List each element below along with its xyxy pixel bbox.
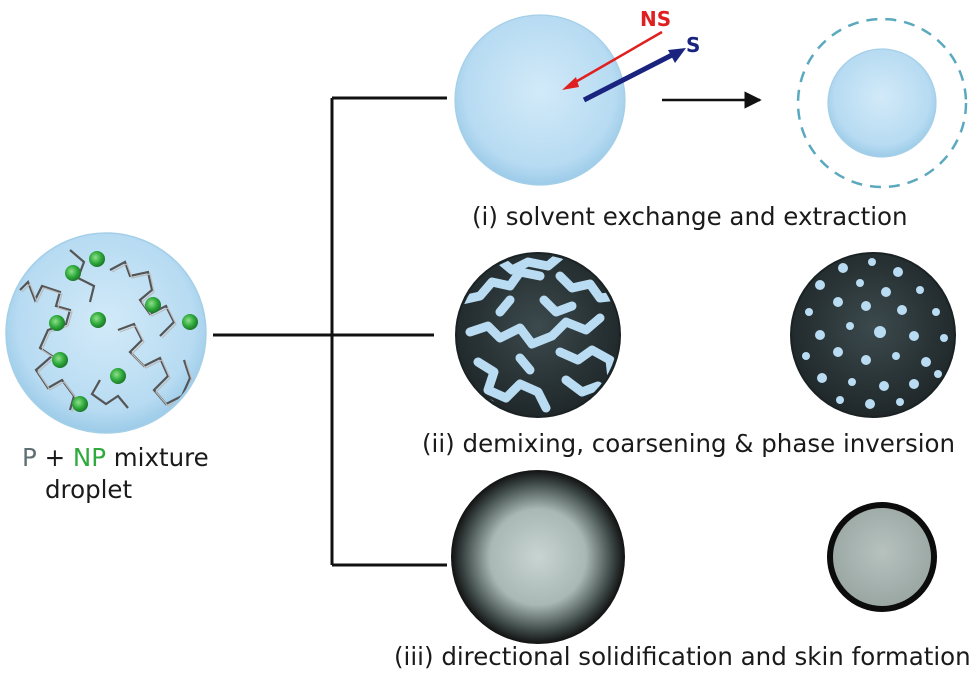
branch-connectors [213, 96, 447, 567]
nanoparticles [49, 251, 198, 412]
caption-path-i: (i) solvent exchange and extraction [472, 202, 908, 231]
ns-arrow [562, 30, 663, 90]
np-label: NP [73, 443, 106, 472]
start-droplet [5, 232, 207, 434]
demixed-droplet [455, 252, 621, 418]
p-label: P [22, 443, 37, 472]
phase-inverted-droplet [790, 252, 956, 418]
mixture-label: mixture [106, 443, 209, 472]
caption-path-ii: (ii) demixing, coarsening & phase invers… [422, 429, 955, 458]
skinned-droplet [827, 502, 937, 612]
dispersed-droplets [802, 258, 948, 409]
ns-label: NS [640, 7, 671, 31]
caption-path-iii: (iii) directional solidification and ski… [394, 642, 971, 671]
bicontinuous-domains [458, 255, 618, 413]
start-label-line2: droplet [45, 475, 133, 504]
start-label-line1: P + NP mixture [22, 443, 209, 472]
original-size-halo [796, 17, 968, 189]
shrunk-droplet [796, 17, 968, 189]
s-arrow [582, 48, 686, 103]
s-label: S [686, 33, 700, 57]
plus-label: + [37, 443, 73, 472]
solidifying-droplet [451, 470, 625, 644]
path-i-droplet [454, 14, 626, 186]
